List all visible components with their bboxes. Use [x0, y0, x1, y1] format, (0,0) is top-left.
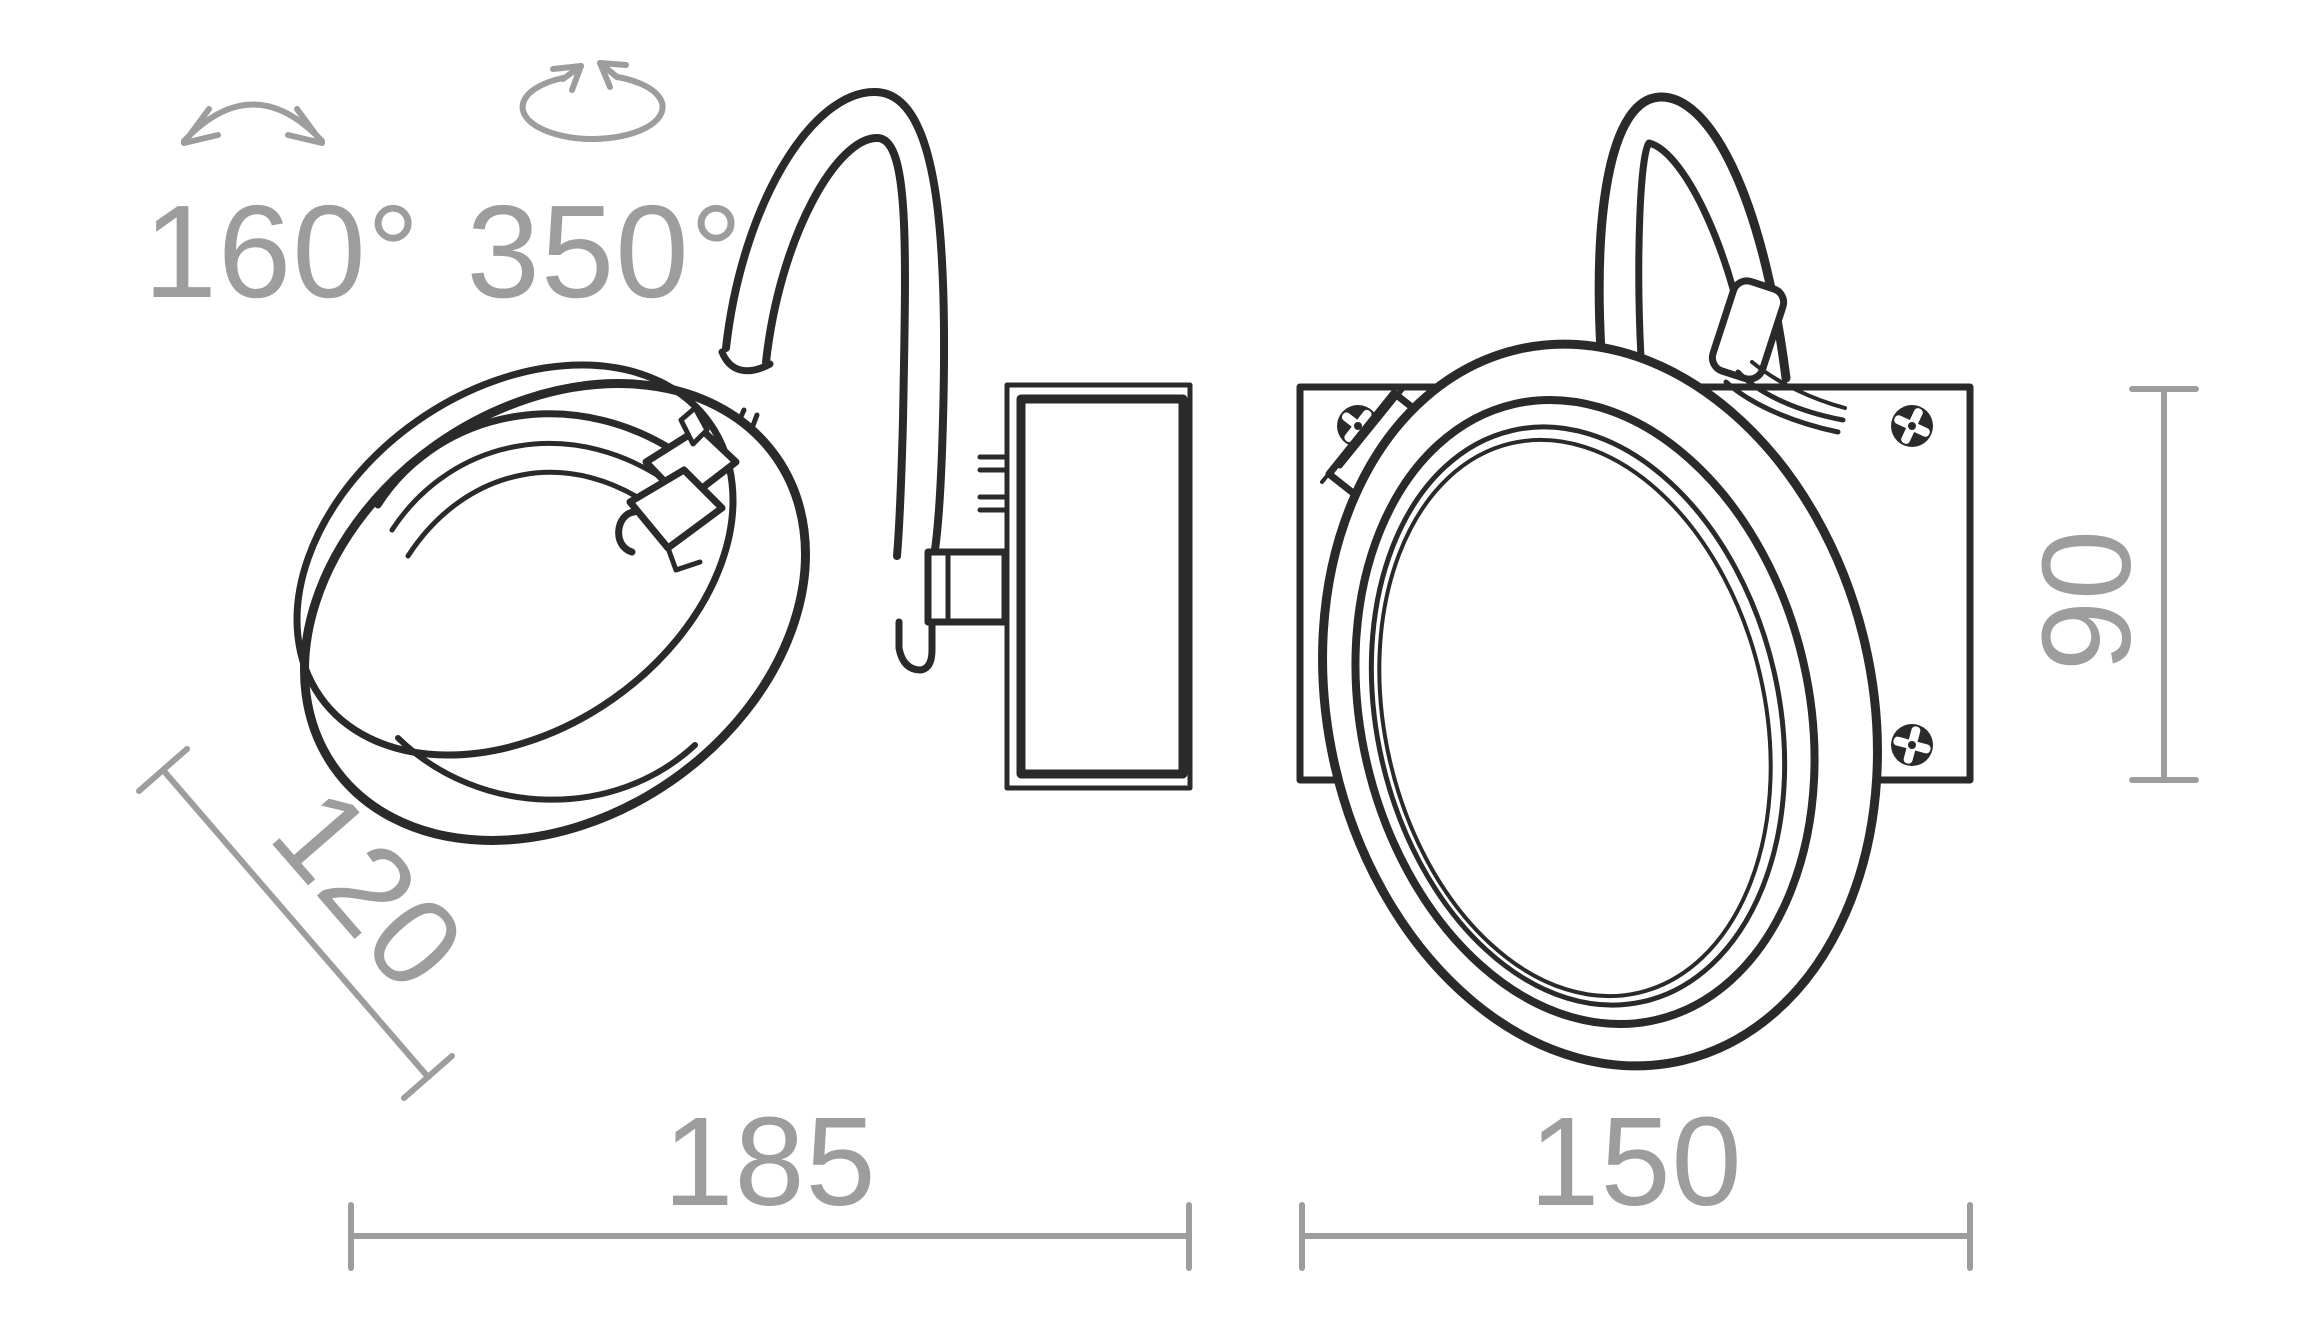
screw-top-right — [1891, 405, 1933, 447]
front-head-ring-1 — [1351, 396, 1819, 1028]
arm-plate-connector — [924, 548, 1009, 626]
side-wall-plate-inner — [1016, 394, 1188, 779]
front-arm-loop-outer — [1594, 92, 1791, 383]
tilt-angle-label: 160° — [143, 178, 420, 325]
tilt-arc-arrow-icon — [181, 101, 325, 144]
swivel-angle-label: 350° — [466, 178, 743, 325]
tilt-rotation-symbol — [181, 101, 325, 146]
front-head-ring-2 — [1368, 424, 1788, 1008]
gooseneck-arm-outer — [722, 87, 949, 560]
swivel-rotation-symbol — [519, 60, 666, 142]
dim-label-185: 185 — [663, 1091, 876, 1232]
dimension-plate-width — [1299, 1202, 1973, 1271]
side-head-bottom-rim — [395, 735, 698, 803]
dim-label-90: 90 — [2016, 529, 2157, 671]
yoke-hook — [615, 508, 638, 556]
front-arm-end — [1708, 277, 1788, 383]
gooseneck-end-cap — [718, 348, 774, 375]
dim-label-150: 150 — [1529, 1091, 1742, 1232]
front-view — [1296, 92, 1974, 1071]
side-head-ring-2 — [389, 440, 679, 533]
gooseneck-arm-inner — [762, 133, 909, 560]
front-arm-loop-inner — [1635, 139, 1755, 377]
side-head-ring-3 — [405, 469, 665, 559]
front-head-ring-3 — [1377, 437, 1773, 999]
head-yoke-lower — [626, 466, 726, 552]
dimension-head-diameter — [136, 746, 455, 1101]
screw-bottom-right — [1891, 724, 1933, 766]
dimension-side-depth — [348, 1202, 1192, 1271]
swivel-ellipse-arrow-icon — [519, 74, 666, 142]
arm-tail — [895, 618, 936, 674]
side-head-ring-1 — [374, 410, 694, 509]
side-view — [293, 87, 1193, 845]
side-head-face — [293, 361, 737, 759]
dimension-plate-height — [2129, 386, 2199, 783]
dim-line-120 — [160, 767, 431, 1080]
front-head-outer — [1318, 339, 1882, 1071]
yoke-pin — [678, 405, 710, 447]
